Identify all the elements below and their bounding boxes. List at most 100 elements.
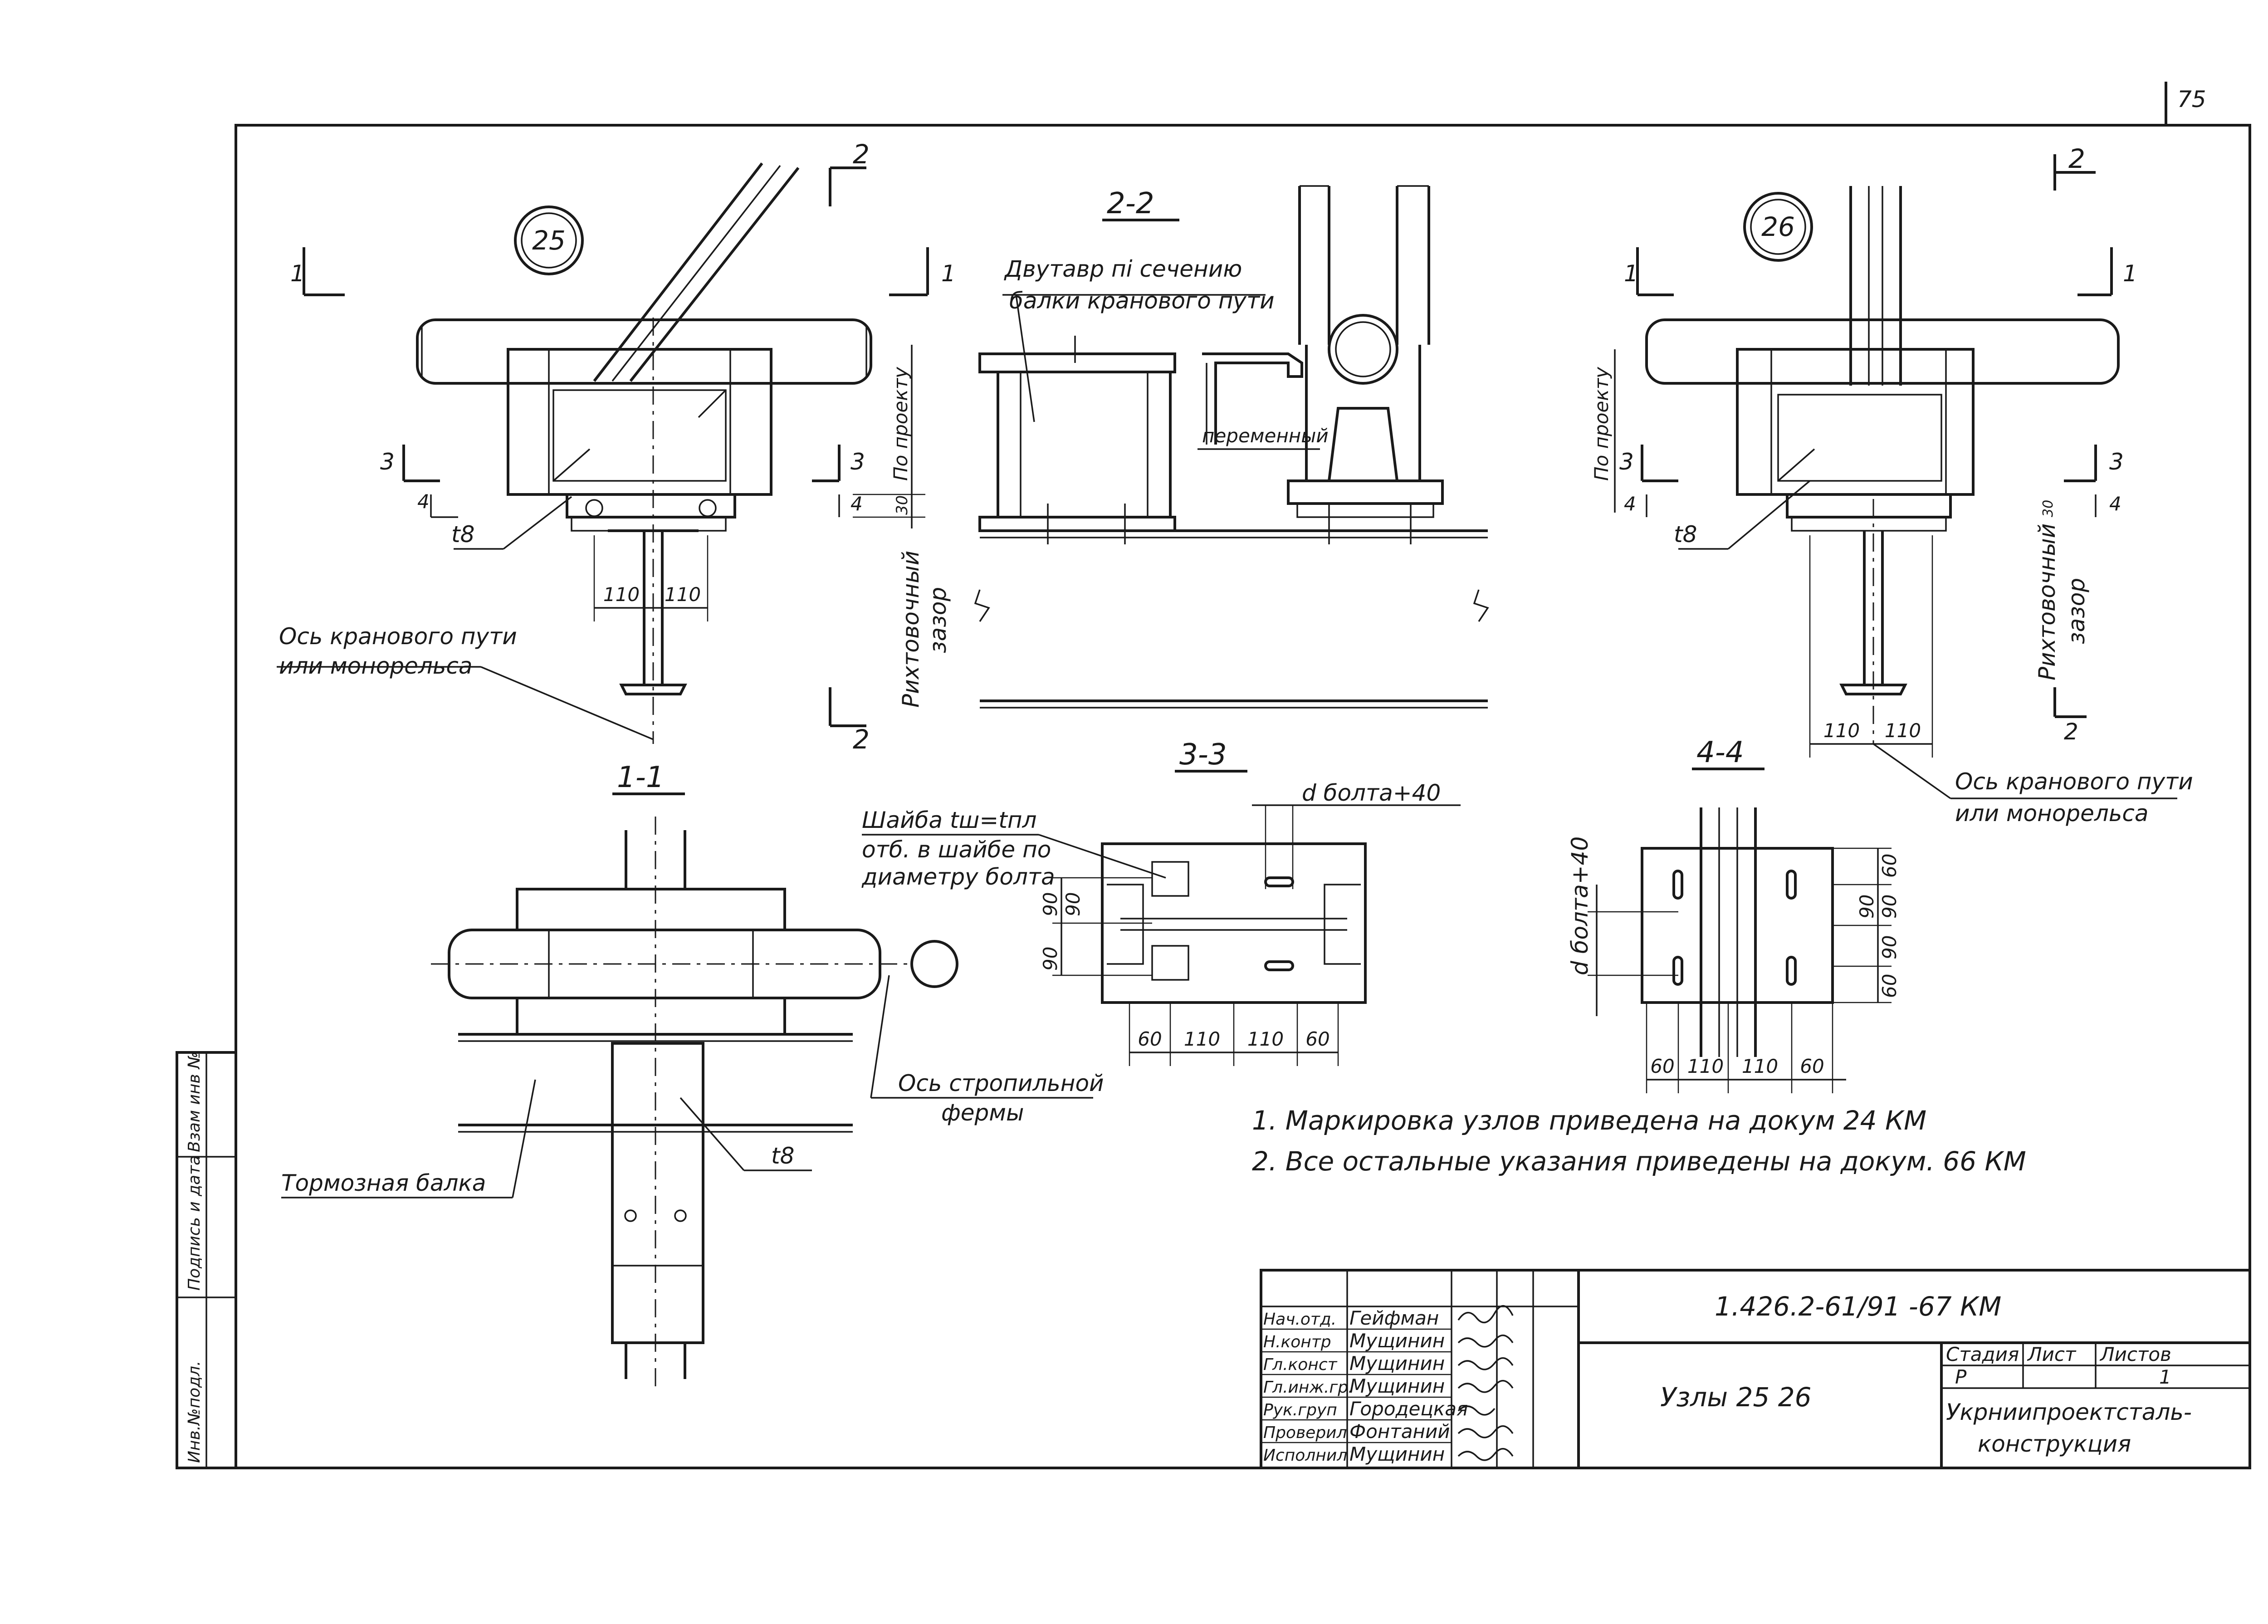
section-3-3-washer-2: отб. в шайбе по [862, 836, 1051, 863]
stamp-inv-podl: Инв.№подл. [185, 1361, 204, 1463]
section-3-3-view: 3-3 90 90 90 60 110 110 60 d болт [861, 738, 1461, 1066]
stamp-vzam-inv: Взам инв № [185, 1052, 204, 1152]
node-25-t8: t8 [451, 521, 474, 548]
node-25-view: 25 110 110 1 [277, 139, 956, 755]
node-25-pipe [416, 318, 872, 385]
node-26-zazor: зазор [2063, 578, 2090, 644]
section-3-3-dim-v3: 90 [1039, 947, 1061, 971]
section-1-1-rafter-axis-2: фермы [941, 1100, 1024, 1126]
note-1: 1. Маркировка узлов приведена на докум 2… [1252, 1105, 1926, 1136]
notes-block: 1. Маркировка узлов приведена на докум 2… [1252, 1105, 2026, 1177]
node-25-crane-axis-1: Ось кранового пути [279, 623, 517, 650]
svg-text:2: 2 [2068, 143, 2085, 174]
svg-text:4: 4 [2109, 493, 2121, 515]
tb-organization-1: Укрниипроектсталь- [1946, 1399, 2192, 1425]
node-26-dim-30: 30 [2040, 500, 2056, 517]
node-26-label: 26 [1761, 211, 1795, 242]
svg-text:2: 2 [2064, 719, 2078, 745]
section-1-1-t8: t8 [771, 1143, 794, 1169]
stamp-signature-date: Подпись и дата [185, 1155, 204, 1291]
tb-role-3: Гл.конст [1263, 1355, 1338, 1374]
section-4-4-dim-h4: 60 [1800, 1055, 1824, 1077]
tb-role-4: Гл.инж.гр. [1263, 1378, 1354, 1397]
section-4-4-dim-v4: 90 [1878, 935, 1901, 959]
tb-name-2: Мущинин [1349, 1330, 1445, 1352]
section-4-4-dim-h2: 110 [1687, 1055, 1724, 1077]
section-1-1-rafter-circle [910, 940, 958, 988]
node-25-dim-110-b: 110 [665, 583, 701, 606]
section-4-4-dim-v3: 90 [1856, 895, 1878, 919]
section-4-4-view: 4-4 60 90 90 90 60 d болта+40 60 [1567, 736, 1901, 1093]
section-3-3-dim-h3: 110 [1247, 1028, 1284, 1050]
node-26-section-marks: 1 1 2 2 3 3 4 4 [1619, 143, 2137, 745]
tb-name-6: Фонтаний [1349, 1420, 1450, 1443]
node-25-rikhtovochny: Рихтовочный [898, 551, 924, 708]
title-block: Нач.отд. Гейфман Н.контр Мущинин Гл.конс… [1260, 1269, 2251, 1469]
tb-value-sheets: 1 [2159, 1366, 2171, 1388]
section-3-3-washer-1: Шайба tш=tпл [862, 807, 1036, 833]
tb-header-sheet: Лист [2027, 1343, 2077, 1365]
section-3-3-dim-v2: 90 [1062, 892, 1084, 916]
section-3-3-title: 3-3 [1179, 738, 1227, 772]
tb-role-7: Исполнил [1263, 1446, 1347, 1465]
section-1-1-view: 1-1 Тормозная балка t8 [281, 761, 1104, 1388]
section-3-3-bolt-d: d болта+40 [1302, 780, 1441, 806]
section-2-2-view: 2-2 [974, 185, 1489, 709]
node-26-t8: t8 [1674, 521, 1697, 548]
tb-header-sheets: Листов [2099, 1343, 2171, 1365]
node-25-zazor: зазор [925, 587, 951, 653]
svg-text:3: 3 [850, 449, 865, 475]
left-margin-stamp: Инв.№подл. Подпись и дата Взам инв № [176, 1051, 237, 1469]
svg-text:1: 1 [290, 260, 305, 287]
section-3-3-washer-3: диаметру болта [861, 864, 1055, 890]
node-26-crane-axis-1: Ось кранового пути [1955, 768, 2193, 795]
section-4-4-title: 4-4 [1696, 736, 1744, 769]
section-3-3-dim-h1: 60 [1138, 1028, 1162, 1050]
svg-text:1: 1 [941, 260, 956, 287]
svg-text:1: 1 [2123, 260, 2137, 287]
section-1-1-brake-beam: Тормозная балка [281, 1170, 486, 1196]
node-26-view: 26 110 110 1 1 2 [1590, 143, 2193, 827]
tb-name-3: Мущинин [1349, 1352, 1445, 1375]
section-1-1-title: 1-1 [617, 761, 665, 794]
tb-role-2: Н.контр [1263, 1333, 1331, 1351]
section-2-2-peremenny: переменный [1202, 425, 1329, 447]
node-26-dim-110-a: 110 [1823, 719, 1860, 742]
tb-role-6: Проверил [1263, 1423, 1347, 1442]
svg-text:3: 3 [2109, 449, 2124, 475]
svg-text:4: 4 [417, 490, 430, 513]
svg-text:4: 4 [1624, 493, 1636, 515]
node-26-rikhtovochny: Рихтовочный [2034, 523, 2060, 680]
tb-name-4: Мущинин [1349, 1375, 1445, 1397]
section-4-4-bolt-d: d болта+40 [1567, 836, 1593, 975]
section-2-2-dvutavr-2: балки кранового пути [1009, 288, 1275, 314]
node-26-pipe [1645, 318, 2120, 385]
tb-value-stage: Р [1955, 1366, 1967, 1388]
node-25-dim-110-a: 110 [603, 583, 640, 606]
tb-name-7: Мущинин [1349, 1443, 1445, 1465]
node-25-po-proektu: По проекту [890, 367, 912, 481]
section-2-2-dvutavr-1: Двутавр пі сечению [1004, 256, 1242, 282]
section-3-3-dim-h2: 110 [1184, 1028, 1220, 1050]
section-4-4-dim-v1: 60 [1878, 854, 1901, 878]
page-number: 75 [2177, 86, 2206, 113]
svg-text:2: 2 [853, 724, 870, 755]
svg-text:3: 3 [1619, 449, 1634, 475]
tb-name-1: Гейфман [1349, 1307, 1439, 1329]
node-25-label: 25 [532, 225, 566, 256]
sheet-frame [235, 124, 2251, 1469]
tb-sheet-title: Узлы 25 26 [1660, 1382, 1812, 1413]
section-4-4-dim-v2: 90 [1878, 895, 1901, 919]
node-26-po-proektu: По проекту [1590, 367, 1613, 481]
node-25-section-marks: 1 1 2 2 3 3 4 4 [290, 139, 956, 755]
node-26-crane-axis-2: или монорельса [1955, 800, 2149, 827]
node-26-dim-110-b: 110 [1885, 719, 1921, 742]
section-4-4-dim-v5: 60 [1878, 974, 1901, 998]
node-25-circle [514, 205, 584, 275]
section-3-3-dim-v1: 90 [1039, 892, 1061, 916]
tb-name-5: Городецкая [1349, 1398, 1468, 1420]
svg-text:1: 1 [1624, 260, 1638, 287]
tb-document-code: 1.426.2-61/91 -67 КМ [1715, 1291, 2001, 1322]
section-4-4-dim-h3: 110 [1742, 1055, 1778, 1077]
tb-organization-2: конструкция [1978, 1431, 2131, 1457]
